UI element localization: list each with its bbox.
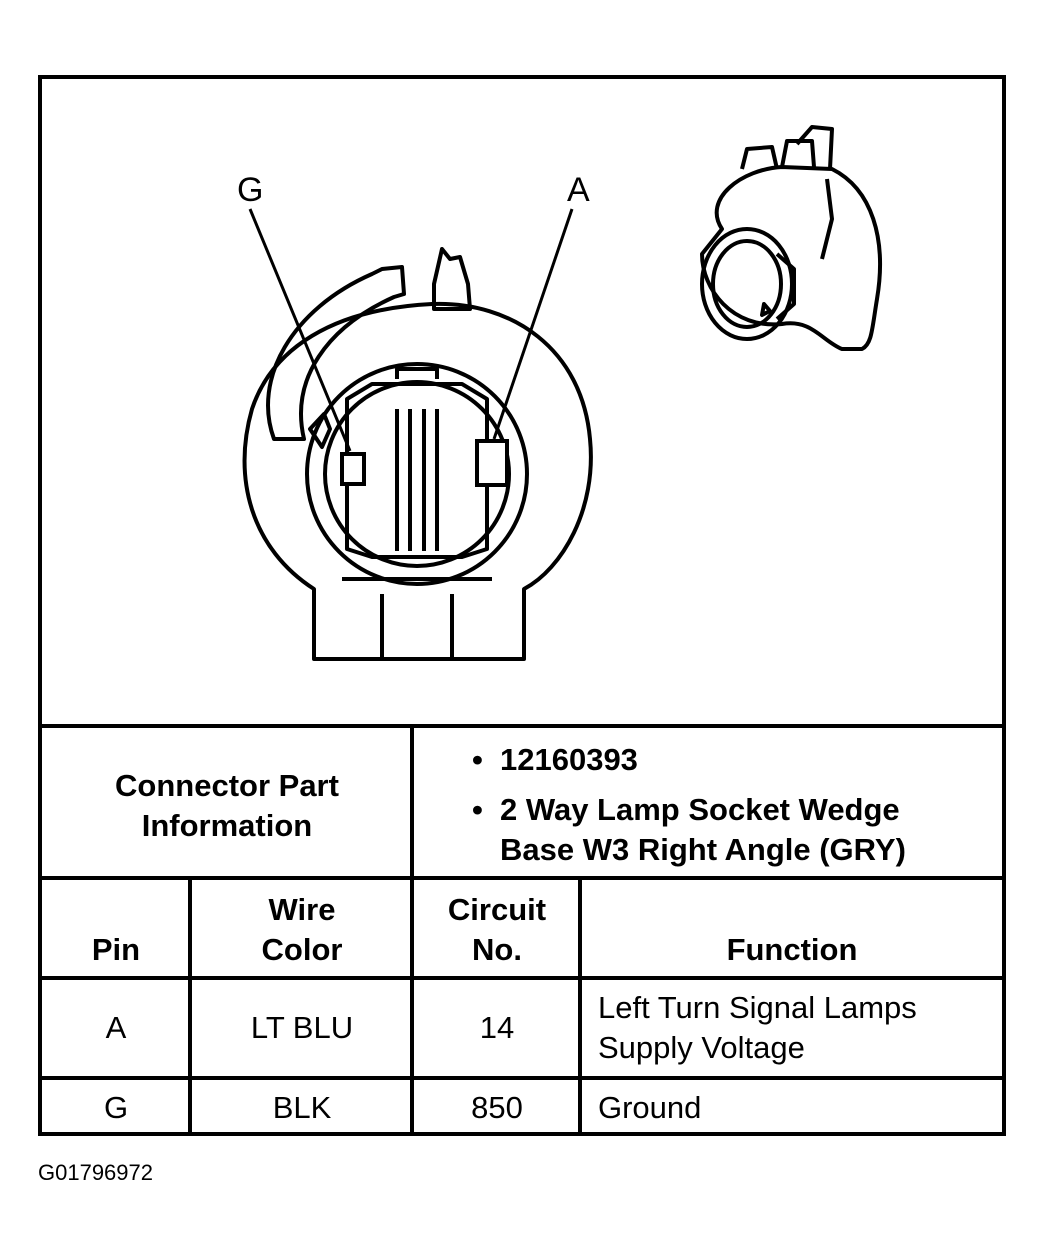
connector-housing-outline — [242, 301, 593, 661]
left-notch — [308, 412, 332, 449]
row-g-wire-color: BLK — [272, 1090, 332, 1125]
row-g-function: Ground — [598, 1090, 702, 1125]
header-wire-color: Wire Color — [261, 892, 343, 967]
row-a-circuit: 14 — [479, 1010, 515, 1045]
socket-ring-outer — [305, 362, 529, 586]
part-number: 12160393 — [500, 742, 638, 777]
table-row: G BLK 850 Ground — [42, 1076, 1002, 1136]
part-number-item: • 12160393 — [472, 740, 1002, 780]
table-row: A LT BLU 14 Left Turn Signal Lamps Suppl… — [42, 976, 1002, 1076]
cavity-top-key — [395, 367, 439, 379]
terminal-cavity — [345, 382, 489, 559]
header-pin: Pin — [91, 932, 141, 967]
header-function: Function — [726, 932, 858, 967]
row-g-pin: G — [103, 1090, 129, 1125]
pin-label-a: A — [567, 171, 590, 209]
wedge-blade-right — [422, 409, 439, 551]
header-circuit: Circuit No. — [447, 892, 547, 967]
leader-line-g — [248, 208, 352, 452]
connector-info-row: Connector Part Information • 12160393 • … — [42, 724, 1002, 876]
row-a-function: Left Turn Signal Lamps Supply Voltage — [598, 990, 917, 1065]
row-a-pin: A — [105, 1010, 127, 1045]
row-a-wire-color: LT BLU — [250, 1010, 354, 1045]
connector-face-illustration: G A — [237, 125, 882, 661]
wedge-blade-left — [395, 409, 412, 551]
table-header-row: Pin Wire Color Circuit No. Function — [42, 876, 1002, 976]
part-description-line-2: Base W3 Right Angle (GRY) — [500, 832, 906, 867]
latch-arm — [266, 265, 406, 441]
connector-info-values-cell: • 12160393 • 2 Way Lamp Socket Wedge Bas… — [414, 728, 1002, 876]
diagram-frame: G A Connector Part Information • — [38, 75, 1006, 1136]
connector-info-label: Connector Part Information — [115, 768, 339, 843]
leader-line-a — [492, 208, 574, 440]
key-tab — [432, 247, 472, 311]
row-g-circuit: 850 — [471, 1090, 523, 1125]
socket-3d-view — [700, 125, 882, 351]
terminal-g — [340, 452, 366, 486]
terminal-a — [475, 439, 509, 487]
connector-drawing: G A — [42, 79, 1002, 724]
connector-info-label-cell: Connector Part Information — [42, 728, 412, 876]
pin-label-g: G — [237, 171, 263, 209]
figure-id: G01796972 — [38, 1160, 153, 1185]
part-description-line-1: 2 Way Lamp Socket Wedge — [500, 792, 900, 827]
part-description-item: • 2 Way Lamp Socket Wedge Base W3 Right … — [472, 792, 906, 867]
